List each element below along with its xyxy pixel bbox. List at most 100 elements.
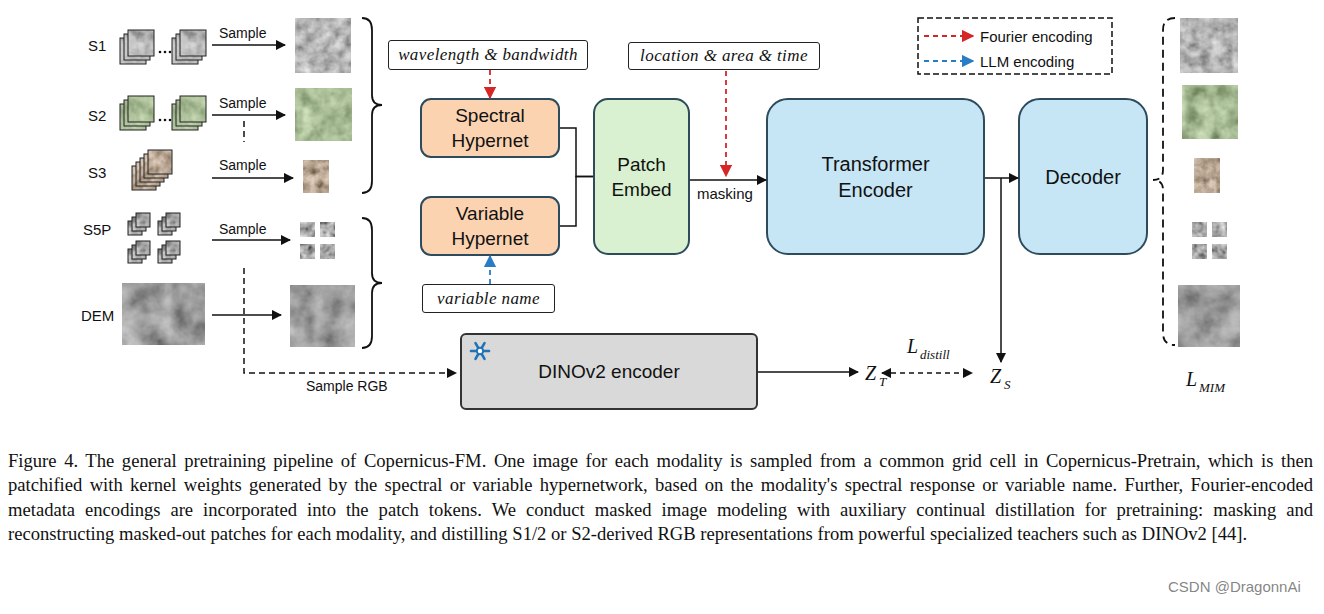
s5p-stack [136,213,150,227]
embed-box: Patch Embed [593,98,690,255]
figure-caption: Figure 4. The general pretraining pipeli… [8,449,1313,547]
dem-image [122,283,205,345]
arrow-label: Sample [219,26,266,40]
box-label: Variable Hypernet [438,201,542,251]
hypernet-box: Spectral Hypernet [420,98,560,158]
dashed-brace [1153,18,1175,345]
s5p-stack [166,241,180,255]
encoder-box: Transformer Encoder [766,98,985,255]
loss-symbol: L [1186,369,1197,389]
arrow-label: Sample [219,222,266,236]
dem-image [122,283,205,345]
s1-stack [120,30,206,64]
sample-arrow [212,45,293,315]
s1-stack [180,30,206,56]
legend-frame [918,18,1112,74]
s5p-stack [128,213,180,263]
loss-subscript: MIM [1199,381,1225,394]
reconstructed-thumbnail [1192,244,1207,259]
sample-arrow [212,314,281,316]
arrow-label: Sample RGB [306,379,388,393]
s1-stack [128,30,154,56]
decoder-box: Decoder [1018,98,1148,255]
reconstructed-thumbnail [1178,18,1240,347]
feature-arrow [758,371,858,373]
sample-arrow [212,239,290,241]
legend-line-sample [924,60,973,62]
modality-name: S1 [88,38,106,53]
connectors [490,70,1018,284]
sample-rgb-path [243,121,245,142]
s2-stack [180,96,206,122]
teacher-box: DINOv2 encoder [460,333,758,410]
box-label: location & area & time [640,46,808,66]
metadata-arrow [725,71,727,176]
sampled-thumbnail [295,18,351,73]
s2-stack [159,119,162,122]
arrow-label: Sample [219,158,266,172]
metadata-note: variable name [422,284,555,313]
sample-arrow [212,44,285,46]
sample-arrow [212,114,285,116]
box-label: wavelength & bandwidth [398,45,578,65]
reconstructed-thumbnail [1192,222,1207,237]
arrow-label: Sample [219,96,266,110]
flow-connector [560,128,593,177]
flow-connector [690,179,766,181]
legend-label: Fourier encoding [980,29,1093,44]
s2-stack [164,119,167,122]
s5p-stack [136,241,150,255]
modality-name: S3 [88,165,106,180]
sampled-thumbnail [303,160,329,193]
curly-brace [362,218,382,348]
flow-connector [489,256,491,284]
reconstructed-thumbnail [1212,244,1227,259]
box-label: Spectral Hypernet [438,103,542,153]
sampled-thumbnail [290,18,355,347]
s2-stack [169,119,172,122]
hypernet-box: Variable Hypernet [420,196,560,256]
reconstructed-thumbnail [1194,158,1220,193]
curly-brace [362,18,382,348]
flow-connector [985,177,1018,179]
s3-stack [148,150,172,174]
box-label: variable name [437,289,540,309]
feature-subscript: S [1004,378,1011,391]
flow-connector [489,70,491,98]
connector-label: masking [697,186,753,201]
sample-arrow [212,177,293,179]
sampled-thumbnail [300,222,315,237]
legend-label: LLM encoding [980,54,1074,69]
legend-line-sample [924,35,973,37]
sampled-thumbnail [320,222,335,237]
metadata-arrow [726,71,727,176]
s5p-stack [166,213,180,227]
flow-connector [560,177,593,227]
metadata-note: location & area & time [628,42,820,70]
modality-name: DEM [81,308,114,323]
s1-stack [164,51,167,54]
box-label: Transformer Encoder [808,151,943,203]
modality-name: S2 [88,108,106,123]
loss-symbol: L [907,336,918,356]
feature-symbol: Z [865,363,876,383]
box-label: Decoder [1045,164,1121,190]
curly-brace [362,18,382,193]
legend-samples [924,36,973,61]
reconstructed-thumbnail [1212,222,1227,237]
s3-stack [132,150,172,190]
box-label: DINOv2 encoder [538,361,680,383]
sampled-thumbnail [320,244,335,259]
feature-subscript: T [879,375,886,388]
feature-symbol: Z [990,366,1001,386]
s1-stack [169,51,172,54]
reconstructed-thumbnail [1182,85,1238,139]
sampled-thumbnail [295,88,352,141]
modality-name: S5P [83,222,111,237]
feature-arrow [882,372,972,374]
reconstructed-thumbnail [1180,18,1238,73]
box-label: Patch Embed [599,152,684,202]
